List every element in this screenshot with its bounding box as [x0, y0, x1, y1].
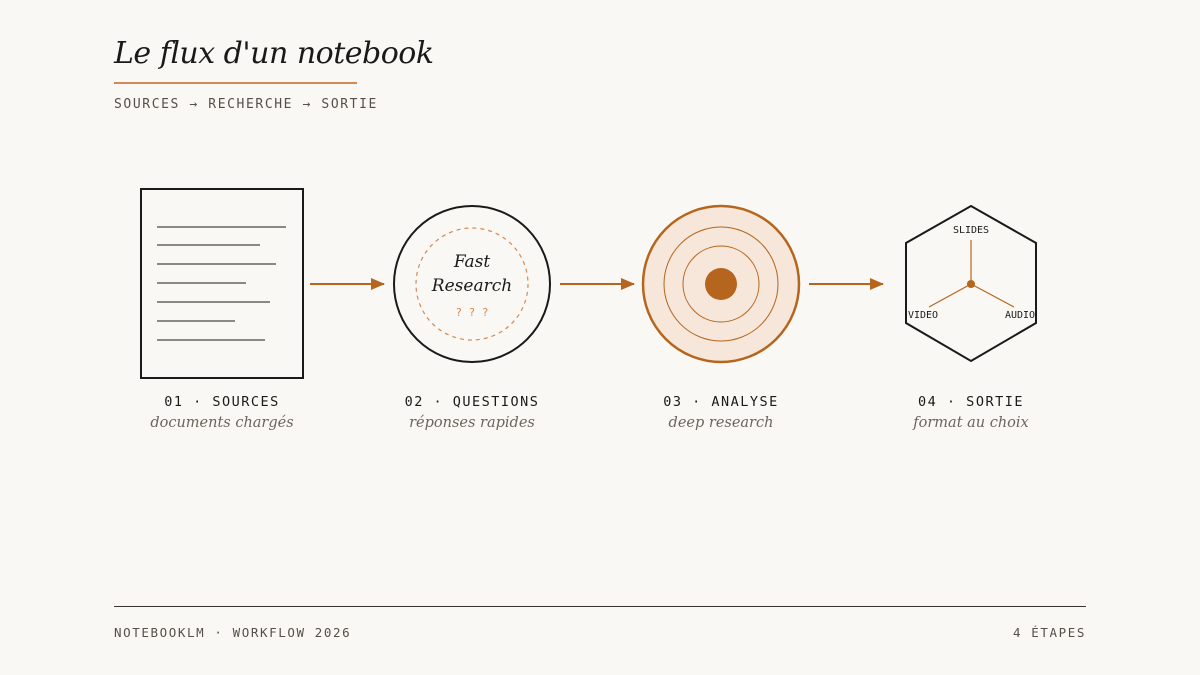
page-title: Le flux d'un notebook: [114, 36, 434, 71]
step-desc-sortie: format au choix: [913, 415, 1029, 431]
footer-divider: [114, 606, 1086, 607]
document-icon: [140, 188, 304, 379]
format-slides: SLIDES: [953, 225, 989, 236]
step-label-sources: 01 · SOURCES: [164, 394, 280, 410]
fast-research-icon: Fast Research ? ? ?: [393, 205, 551, 363]
page-subtitle: SOURCES → RECHERCHE → SORTIE: [114, 97, 378, 112]
step-label-analyse: 03 · ANALYSE: [663, 394, 779, 410]
question-marks: ? ? ?: [455, 306, 488, 319]
step-label-questions: 02 · QUESTIONS: [404, 394, 540, 410]
fast-research-line1: Fast: [453, 252, 491, 272]
output-hexagon-icon: SLIDES VIDEO AUDIO: [905, 204, 1037, 363]
step-desc-analyse: deep research: [668, 415, 774, 431]
step-desc-questions: réponses rapides: [409, 415, 535, 431]
step-label-sortie: 04 · SORTIE: [918, 394, 1024, 410]
footer-brand: NOTEBOOKLM · WORKFLOW 2026: [114, 625, 352, 640]
step-desc-sources: documents chargés: [150, 415, 294, 431]
deep-research-icon: [641, 204, 801, 364]
format-video: VIDEO: [908, 310, 938, 321]
footer-step-count: 4 ÉTAPES: [1012, 625, 1086, 640]
title-underline: [114, 82, 357, 84]
fast-research-line2: Research: [431, 276, 512, 296]
format-audio: AUDIO: [1005, 310, 1035, 321]
